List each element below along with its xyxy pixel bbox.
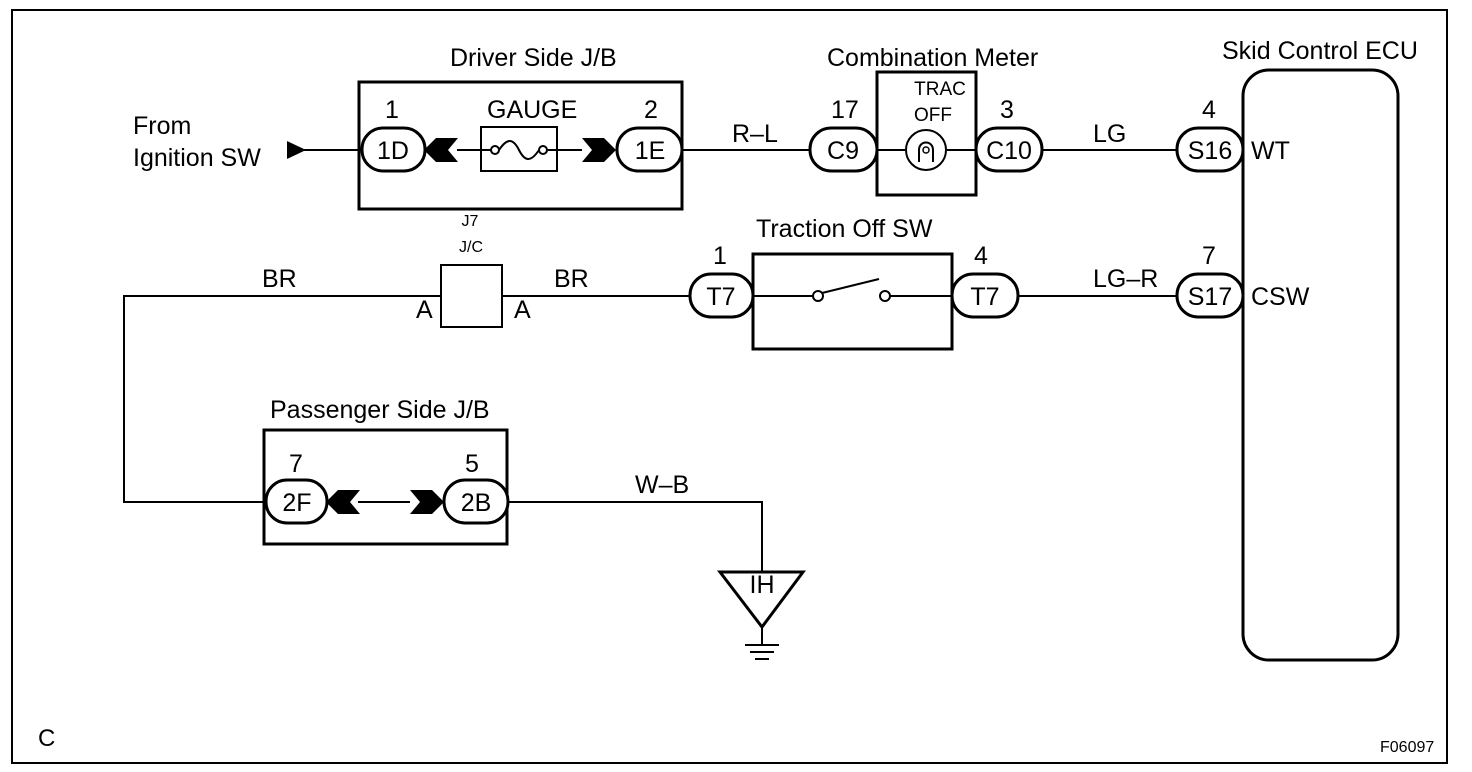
connector-1e	[615, 126, 684, 173]
connector-t7-right-label: T7	[970, 283, 999, 311]
ground-label: IH	[750, 571, 775, 599]
figure-code: F06097	[1380, 739, 1434, 756]
combination-meter-left-pin: 17	[831, 96, 859, 124]
combination-meter-box	[875, 70, 978, 197]
ground-icon	[745, 627, 779, 660]
wire-label-lg: LG	[1093, 120, 1126, 148]
connector-c9-label: C9	[827, 137, 859, 165]
junction-right-terminal: A	[514, 296, 531, 324]
connector-t7-left-label: T7	[706, 283, 735, 311]
passenger-jb-left-pin: 7	[289, 450, 303, 478]
connector-t7-right	[950, 272, 1020, 319]
passenger-side-jb: Passenger Side J/B 7 2F 5 2B	[262, 396, 510, 546]
traction-sw-right-pin: 4	[974, 242, 988, 270]
wires	[123, 149, 1180, 572]
wire-label-br-left: BR	[262, 265, 297, 293]
skid-ecu-title: Skid Control ECU	[1222, 37, 1418, 65]
connector-2f-label: 2F	[282, 489, 311, 517]
fuse-icon	[481, 140, 557, 160]
skid-control-ecu: Skid Control ECU 4 S16 WT 7 S17 CSW	[1175, 37, 1418, 662]
diagram-frame	[11, 9, 1448, 764]
switch-icon	[753, 278, 952, 302]
connector-1e-label: 1E	[635, 137, 666, 165]
pin-arrow-right-icon	[582, 138, 616, 162]
connector-1d-label: 1D	[377, 137, 409, 165]
driver-jb-right-pin: 2	[644, 96, 658, 124]
ground-triangle	[716, 570, 806, 630]
pin-arrow-left-icon	[424, 138, 458, 162]
driver-jb-title: Driver Side J/B	[450, 44, 617, 72]
combination-meter-right-pin: 3	[1000, 96, 1014, 124]
wire-label-lg-r: LG–R	[1093, 265, 1158, 293]
traction-sw-left-pin: 1	[713, 242, 727, 270]
driver-side-jb: Driver Side J/B 1 1D GAUGE 2 1E	[357, 44, 684, 211]
combination-meter: Combination Meter 17 C9 TRAC OFF 3 C10	[808, 44, 1044, 197]
trac-off-lamp-label-line1: TRAC	[914, 79, 966, 100]
corner-label: C	[38, 725, 55, 752]
wire-label-w-b: W–B	[635, 471, 689, 499]
connector-s16	[1175, 126, 1245, 173]
traction-off-switch: Traction Off SW 1 T7 4 T7	[688, 215, 1020, 351]
wire-w-b	[508, 501, 763, 572]
passenger-jb-box	[262, 428, 509, 546]
source-label-line1: From	[133, 112, 191, 140]
skid-ecu-csw-pin: 7	[1202, 242, 1216, 270]
combination-meter-title: Combination Meter	[827, 44, 1038, 72]
junction-label-line1: J7	[462, 213, 479, 230]
wire-label-r-l: R–L	[732, 120, 778, 148]
skid-ecu-wt-pin: 4	[1202, 96, 1216, 124]
skid-ecu-wt-terminal: WT	[1251, 137, 1290, 165]
connector-c10-label: C10	[986, 137, 1032, 165]
pin-arrow-left-icon	[326, 490, 360, 514]
connector-s16-label: S16	[1188, 137, 1232, 165]
source-label-line2: Ignition SW	[133, 144, 261, 172]
connector-s17	[1175, 272, 1245, 319]
traction-sw-box	[751, 252, 954, 351]
wire-br	[123, 295, 690, 503]
junction-box	[440, 264, 503, 328]
source-arrow-icon	[287, 141, 306, 159]
passenger-jb-right-pin: 5	[465, 450, 479, 478]
wire-label-br-right: BR	[554, 265, 589, 293]
connector-2b	[442, 478, 510, 525]
indicator-lamp-icon	[905, 129, 947, 171]
pin-arrow-right-icon	[410, 490, 444, 514]
junction-left-terminal: A	[416, 296, 433, 324]
trac-off-lamp-label-line2: OFF	[914, 105, 952, 126]
connector-c10	[974, 126, 1044, 173]
connector-s17-label: S17	[1188, 283, 1232, 311]
ground-point: IH	[716, 570, 806, 660]
fuse-label: GAUGE	[487, 96, 577, 124]
traction-sw-title: Traction Off SW	[756, 215, 933, 243]
passenger-jb-title: Passenger Side J/B	[270, 396, 490, 424]
junction-connector-j7: J7 J/C A A	[416, 213, 531, 328]
junction-label-line2: J/C	[459, 239, 483, 256]
connector-2b-label: 2B	[461, 489, 492, 517]
driver-jb-left-pin: 1	[385, 96, 399, 124]
skid-ecu-box	[1241, 68, 1400, 662]
skid-ecu-csw-terminal: CSW	[1251, 283, 1310, 311]
